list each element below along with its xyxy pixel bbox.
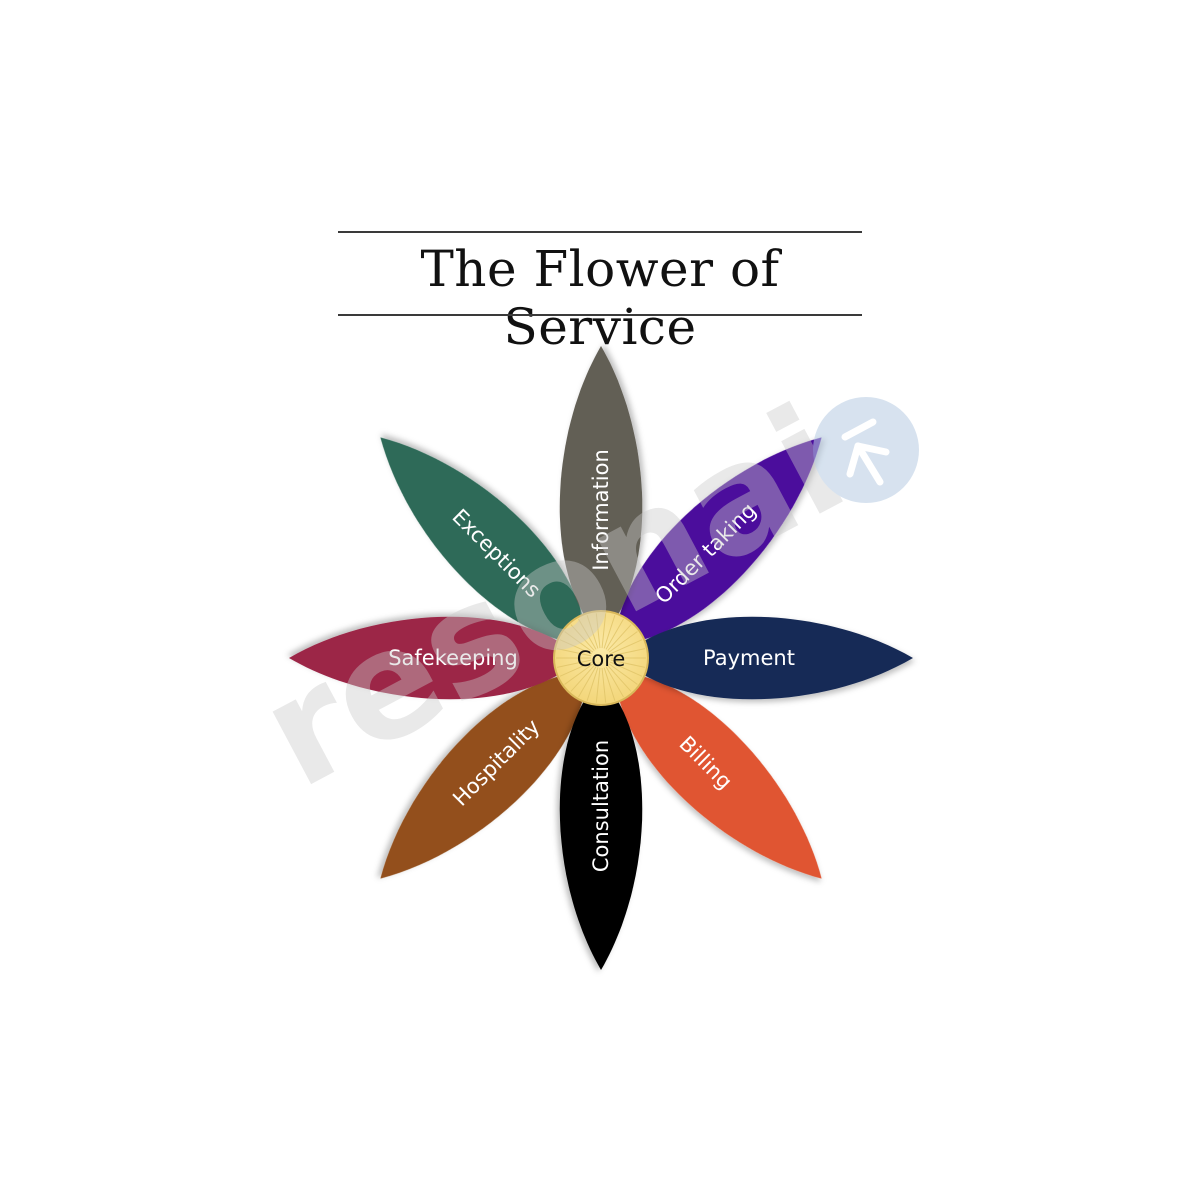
petal-hospitality: Hospitality (380, 672, 587, 879)
petal-consultation: Consultation (559, 678, 643, 970)
petal-safekeeping: Safekeeping (289, 616, 581, 700)
up-arrow-icon (813, 397, 919, 503)
petal-payment: Payment (621, 616, 913, 700)
petal-label: Information (589, 449, 613, 571)
title-rule-bottom (338, 314, 862, 316)
diagram-title: The Flower of Service (420, 240, 780, 356)
core-circle: Core (553, 610, 649, 706)
petal-label: Safekeeping (388, 646, 518, 670)
petal-label: Payment (703, 646, 795, 670)
petal-label: Consultation (589, 740, 613, 872)
core-label: Core (577, 647, 626, 671)
title-rule-top (338, 231, 862, 233)
petals-group: Order takingBillingHospitalityExceptions… (289, 346, 913, 970)
petal-billing: Billing (615, 672, 822, 879)
petal-information: Information (559, 346, 643, 638)
